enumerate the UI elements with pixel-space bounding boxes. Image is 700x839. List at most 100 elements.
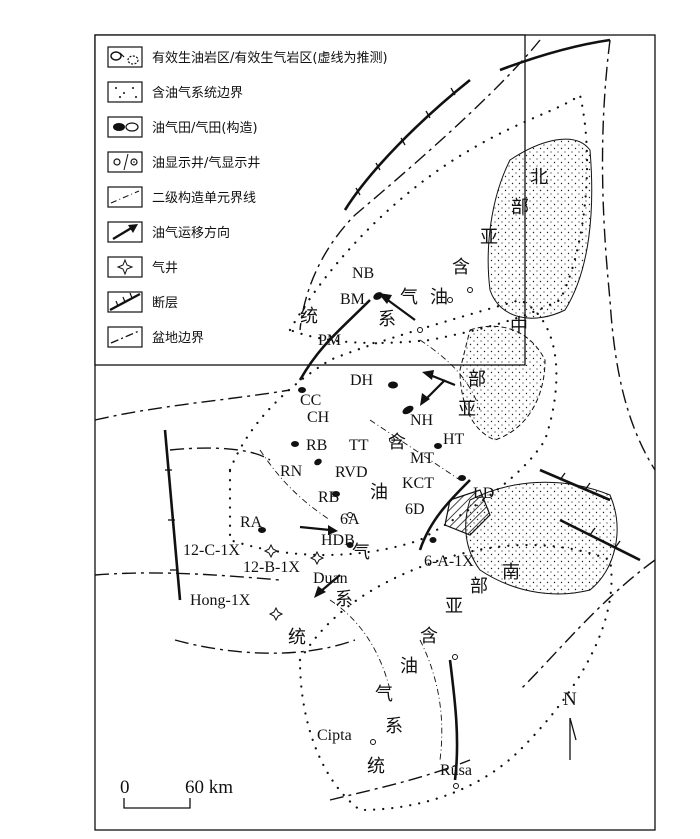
label-mt: MT	[410, 450, 434, 467]
svg-text:油: 油	[430, 287, 448, 308]
hatched-field	[444, 489, 491, 536]
svg-text:亚: 亚	[480, 227, 498, 248]
label-pm: PM	[318, 332, 341, 349]
label-nb: NB	[352, 265, 374, 282]
gas-well-hong	[268, 606, 284, 622]
legend: 有效生油岩区/有效生气岩区(虚线为推测) 含油气系统边界 油气田/气田(构造) …	[94, 34, 526, 366]
secondary-unit-lines	[259, 339, 481, 761]
label-duan: Duan	[313, 570, 348, 587]
svg-text:含: 含	[452, 257, 470, 278]
svg-text:部: 部	[511, 197, 529, 218]
fault-south	[418, 479, 471, 551]
svg-text:油: 油	[370, 482, 388, 503]
svg-text:含: 含	[420, 626, 438, 647]
label-dh: DH	[350, 372, 374, 389]
svg-text:部: 部	[470, 576, 488, 597]
south-system-boundary	[298, 543, 613, 812]
svg-text:油: 油	[400, 656, 418, 677]
fault-west	[163, 429, 182, 601]
fault-northwest	[343, 78, 471, 211]
basin-boundaries	[94, 39, 656, 801]
svg-text:系: 系	[378, 309, 396, 330]
label-rvd: RVD	[335, 464, 368, 481]
label-hong-1x: Hong-1X	[190, 592, 251, 609]
label-nh: NH	[410, 412, 434, 429]
legend-boundary: 含油气系统边界	[152, 85, 243, 101]
north-arrow: N	[563, 689, 577, 760]
basin-boundary-icon	[107, 326, 143, 348]
label-hdb: HDB	[321, 532, 355, 549]
legend-secondary-unit: 二级构造单元界线	[152, 191, 256, 206]
svg-text:气: 气	[375, 684, 393, 705]
label-kct: KCT	[402, 475, 434, 492]
legend-fault: 断层	[152, 296, 178, 311]
middle-source-rock	[459, 325, 546, 441]
svg-text:部: 部	[468, 369, 486, 390]
north-arrow-label: N	[563, 689, 577, 710]
gas-well-icon	[107, 256, 143, 278]
label-bm: BM	[340, 291, 365, 308]
gas-wells	[263, 543, 325, 622]
scale-zero: 0	[120, 777, 130, 798]
svg-text:统: 统	[367, 756, 385, 777]
label-ht: HT	[443, 431, 465, 448]
legend-basin-boundary: 盆地边界	[152, 331, 204, 346]
svg-text:气: 气	[400, 287, 418, 308]
fault-ticks	[165, 87, 621, 571]
north-system-boundary	[288, 93, 589, 345]
label-6d: 6D	[405, 501, 425, 518]
dotted-boundary-icon	[107, 81, 143, 103]
north-system-name: 北 部 亚 含 油 气 系 统	[300, 167, 548, 330]
legend-show-wells: 油显示井/气显示井	[152, 155, 260, 171]
svg-text:系: 系	[385, 716, 403, 737]
fault-icon	[107, 291, 143, 313]
svg-text:统: 统	[288, 627, 306, 648]
svg-text:含: 含	[388, 432, 406, 453]
label-tt: TT	[349, 437, 369, 454]
scale-distance: 60 km	[185, 777, 233, 798]
label-rb-1: RB	[306, 437, 327, 454]
south-system-name: 南 部 亚 含 油 气 系 统	[367, 562, 520, 777]
petroleum-system-boundaries	[228, 93, 613, 812]
svg-text:北: 北	[530, 167, 548, 188]
show-wells	[347, 287, 473, 789]
svg-text:气: 气	[352, 542, 370, 563]
label-12-c-1x: 12-C-1X	[183, 542, 240, 559]
label-rb-2: RB	[318, 489, 339, 506]
label-6a: 6A	[340, 511, 360, 528]
label-ld: LD	[473, 485, 494, 502]
oil-gas-fields	[258, 292, 466, 548]
oil-gas-field-icon	[107, 116, 143, 138]
svg-text:系: 系	[335, 589, 353, 610]
fault-central	[298, 299, 371, 381]
field-labels: NB BM PM CC DH CH NH HT RB TT RN RVD MT …	[240, 265, 494, 779]
fault-northeast	[499, 38, 611, 72]
gas-well-12c	[263, 543, 279, 559]
scale-bar: 0 60 km	[120, 777, 233, 809]
arrow-icon	[107, 221, 143, 243]
label-ch: CH	[307, 409, 330, 426]
legend-source-rock: 有效生油岩区/有效生气岩区(虚线为推测)	[152, 50, 388, 66]
label-rn: RN	[280, 463, 303, 480]
well-labels: 12-C-1X 12-B-1X 6-A-1X Hong-1X	[183, 542, 474, 609]
migration-arrows	[299, 293, 456, 598]
south-source-rock	[465, 481, 618, 595]
dash-dot-line-icon	[107, 186, 143, 208]
label-6-a-1x: 6-A-1X	[424, 553, 474, 570]
legend-migration: 油气运移方向	[152, 225, 230, 241]
label-rusa: Rusa	[440, 762, 472, 779]
svg-text:中: 中	[510, 316, 528, 337]
north-source-rock	[487, 138, 593, 319]
fault-south-2	[448, 659, 459, 781]
svg-text:统: 统	[300, 306, 318, 327]
label-cc: CC	[300, 392, 321, 409]
source-rock-icon	[107, 46, 143, 68]
label-cipta: Cipta	[317, 727, 352, 744]
show-well-icon	[107, 151, 143, 173]
middle-system-name: 中 部 亚 含 油 气 系 统	[288, 316, 528, 648]
label-ra: RA	[240, 514, 263, 531]
source-rock-areas	[459, 138, 618, 595]
svg-text:南: 南	[502, 562, 520, 583]
legend-gas-well: 气井	[152, 260, 178, 276]
